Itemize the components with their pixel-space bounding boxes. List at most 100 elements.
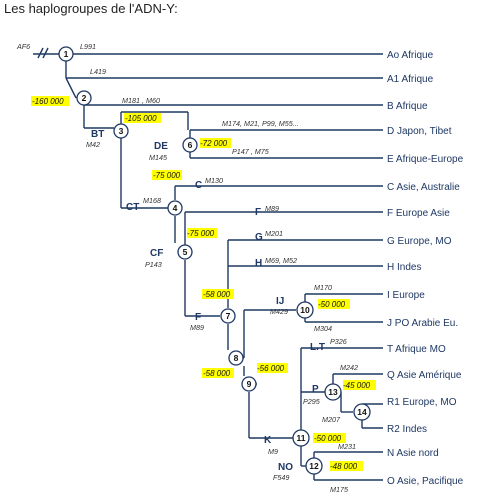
svg-text:6: 6 — [188, 140, 193, 150]
mutation-m242: M242 — [340, 363, 358, 372]
group-label-c: C Asie, Australie — [387, 182, 460, 193]
inner-label-g: G — [255, 232, 263, 243]
svg-text:-58 000: -58 000 — [203, 290, 231, 299]
inner-label-lt: L.T — [310, 342, 325, 353]
mutation-m168: M168 — [143, 196, 161, 205]
group-label-i: I Europe — [387, 290, 425, 301]
node-8: 8 — [228, 350, 244, 366]
tree-nodes: 1 2 3 6 4 5 7 8 9 10 11 12 13 14 — [58, 46, 371, 475]
inner-label-ij: IJ — [276, 296, 284, 307]
tree-lines — [33, 53, 383, 481]
svg-text:13: 13 — [328, 387, 338, 397]
mutation-labels: AF6 L991 L419 M181 , M60 M42 M174, M21, … — [16, 42, 358, 494]
group-label-g: G Europe, MO — [387, 236, 452, 247]
mutation-m304: M304 — [314, 324, 332, 333]
inner-labels: BT DE C CT CF F G H F IJ L.T P K NO — [91, 129, 325, 473]
svg-text:5: 5 — [183, 247, 188, 257]
node-7: 7 — [220, 308, 236, 324]
age-badge: -58 000 — [202, 368, 234, 378]
svg-text:-56 000: -56 000 — [257, 364, 285, 373]
mutation-m42: M42 — [86, 140, 100, 149]
mutation-m89-top: M89 — [265, 204, 279, 213]
mutation-f549: F549 — [273, 473, 289, 482]
node-1: 1 — [58, 46, 74, 62]
inner-label-f: F — [195, 312, 201, 323]
svg-text:-75 000: -75 000 — [187, 229, 215, 238]
svg-text:-58 000: -58 000 — [203, 369, 231, 378]
mutation-m89: M89 — [190, 323, 204, 332]
age-badge: -75 000 — [187, 228, 217, 238]
node-10: 10 — [296, 301, 314, 319]
inner-label-c: C — [195, 180, 202, 191]
svg-text:-50 000: -50 000 — [318, 300, 346, 309]
mutation-p295: P295 — [303, 397, 321, 406]
inner-label-no: NO — [278, 462, 293, 473]
svg-text:-72 000: -72 000 — [200, 139, 228, 148]
group-label-n: N Asie nord — [387, 448, 439, 459]
mutation-m201: M201 — [265, 229, 283, 238]
age-badge: -45 000 — [343, 380, 376, 390]
inner-label-cf: CF — [150, 248, 163, 259]
inner-label-p: P — [312, 384, 319, 395]
svg-text:7: 7 — [226, 311, 231, 321]
mutation-m231: M231 — [338, 442, 356, 451]
mutation-m69: M69, M52 — [265, 256, 297, 265]
svg-text:8: 8 — [234, 353, 239, 363]
svg-text:4: 4 — [173, 203, 178, 213]
age-badge: -48 000 — [330, 461, 363, 471]
node-6: 6 — [182, 137, 198, 153]
svg-text:3: 3 — [119, 126, 124, 136]
mutation-m170: M170 — [314, 283, 332, 292]
mutation-af6: AF6 — [16, 42, 30, 51]
inner-label-ct: CT — [126, 202, 139, 213]
svg-text:12: 12 — [309, 461, 319, 471]
inner-label-h: H — [255, 258, 262, 269]
node-9: 9 — [241, 376, 257, 392]
inner-label-de: DE — [154, 141, 168, 152]
node-13: 13 — [324, 383, 342, 401]
mutation-p147: P147 , M75 — [232, 147, 270, 156]
mutation-p143: P143 — [145, 260, 162, 269]
mutation-m175: M175 — [330, 485, 349, 494]
mutation-l419: L419 — [90, 67, 106, 76]
svg-text:-50 000: -50 000 — [314, 434, 342, 443]
age-badge: -105 000 — [124, 113, 161, 123]
svg-text:-75 000: -75 000 — [153, 171, 181, 180]
mutation-m174: M174, M21, P99, M55... — [222, 119, 299, 128]
node-5: 5 — [177, 244, 193, 260]
svg-text:1: 1 — [64, 49, 69, 59]
age-badge: -160 000 — [31, 96, 69, 106]
root-break-mark — [37, 47, 49, 59]
group-label-j: J PO Arabie Eu. — [387, 318, 458, 329]
age-badge: -58 000 — [202, 289, 234, 299]
svg-text:11: 11 — [297, 433, 306, 443]
group-label-h: H Indes — [387, 262, 421, 273]
mutation-m145: M145 — [149, 153, 168, 162]
group-label-q: Q Asie Amérique — [387, 370, 462, 381]
svg-text:9: 9 — [247, 379, 252, 389]
mutation-m429: M429 — [270, 307, 288, 316]
group-label-e: E Afrique-Europe — [387, 154, 464, 165]
group-labels: Ao Afrique A1 Afrique B Afrique D Japon,… — [387, 50, 464, 487]
group-label-d: D Japon, Tibet — [387, 126, 452, 137]
group-label-r1: R1 Europe, MO — [387, 397, 457, 408]
svg-text:-48 000: -48 000 — [330, 462, 358, 471]
node-12: 12 — [305, 457, 323, 475]
inner-label-bt: BT — [91, 129, 104, 140]
mutation-m9: M9 — [268, 447, 278, 456]
node-14: 14 — [353, 403, 371, 421]
mutation-m130: M130 — [205, 176, 223, 185]
age-badge: -50 000 — [318, 299, 350, 309]
group-label-f: F Europe Asie — [387, 208, 450, 219]
page-title: Les haplogroupes de l'ADN-Y: — [4, 1, 178, 16]
age-badge: -72 000 — [200, 138, 231, 148]
inner-label-f-top: F — [255, 207, 261, 218]
mutation-m181: M181 , M60 — [122, 96, 160, 105]
svg-text:10: 10 — [300, 305, 310, 315]
group-label-ao: Ao Afrique — [387, 50, 434, 61]
svg-text:2: 2 — [82, 93, 87, 103]
group-label-t: T Afrique MO — [387, 344, 446, 355]
inner-label-k: K — [264, 435, 272, 446]
group-label-a1: A1 Afrique — [387, 74, 434, 85]
